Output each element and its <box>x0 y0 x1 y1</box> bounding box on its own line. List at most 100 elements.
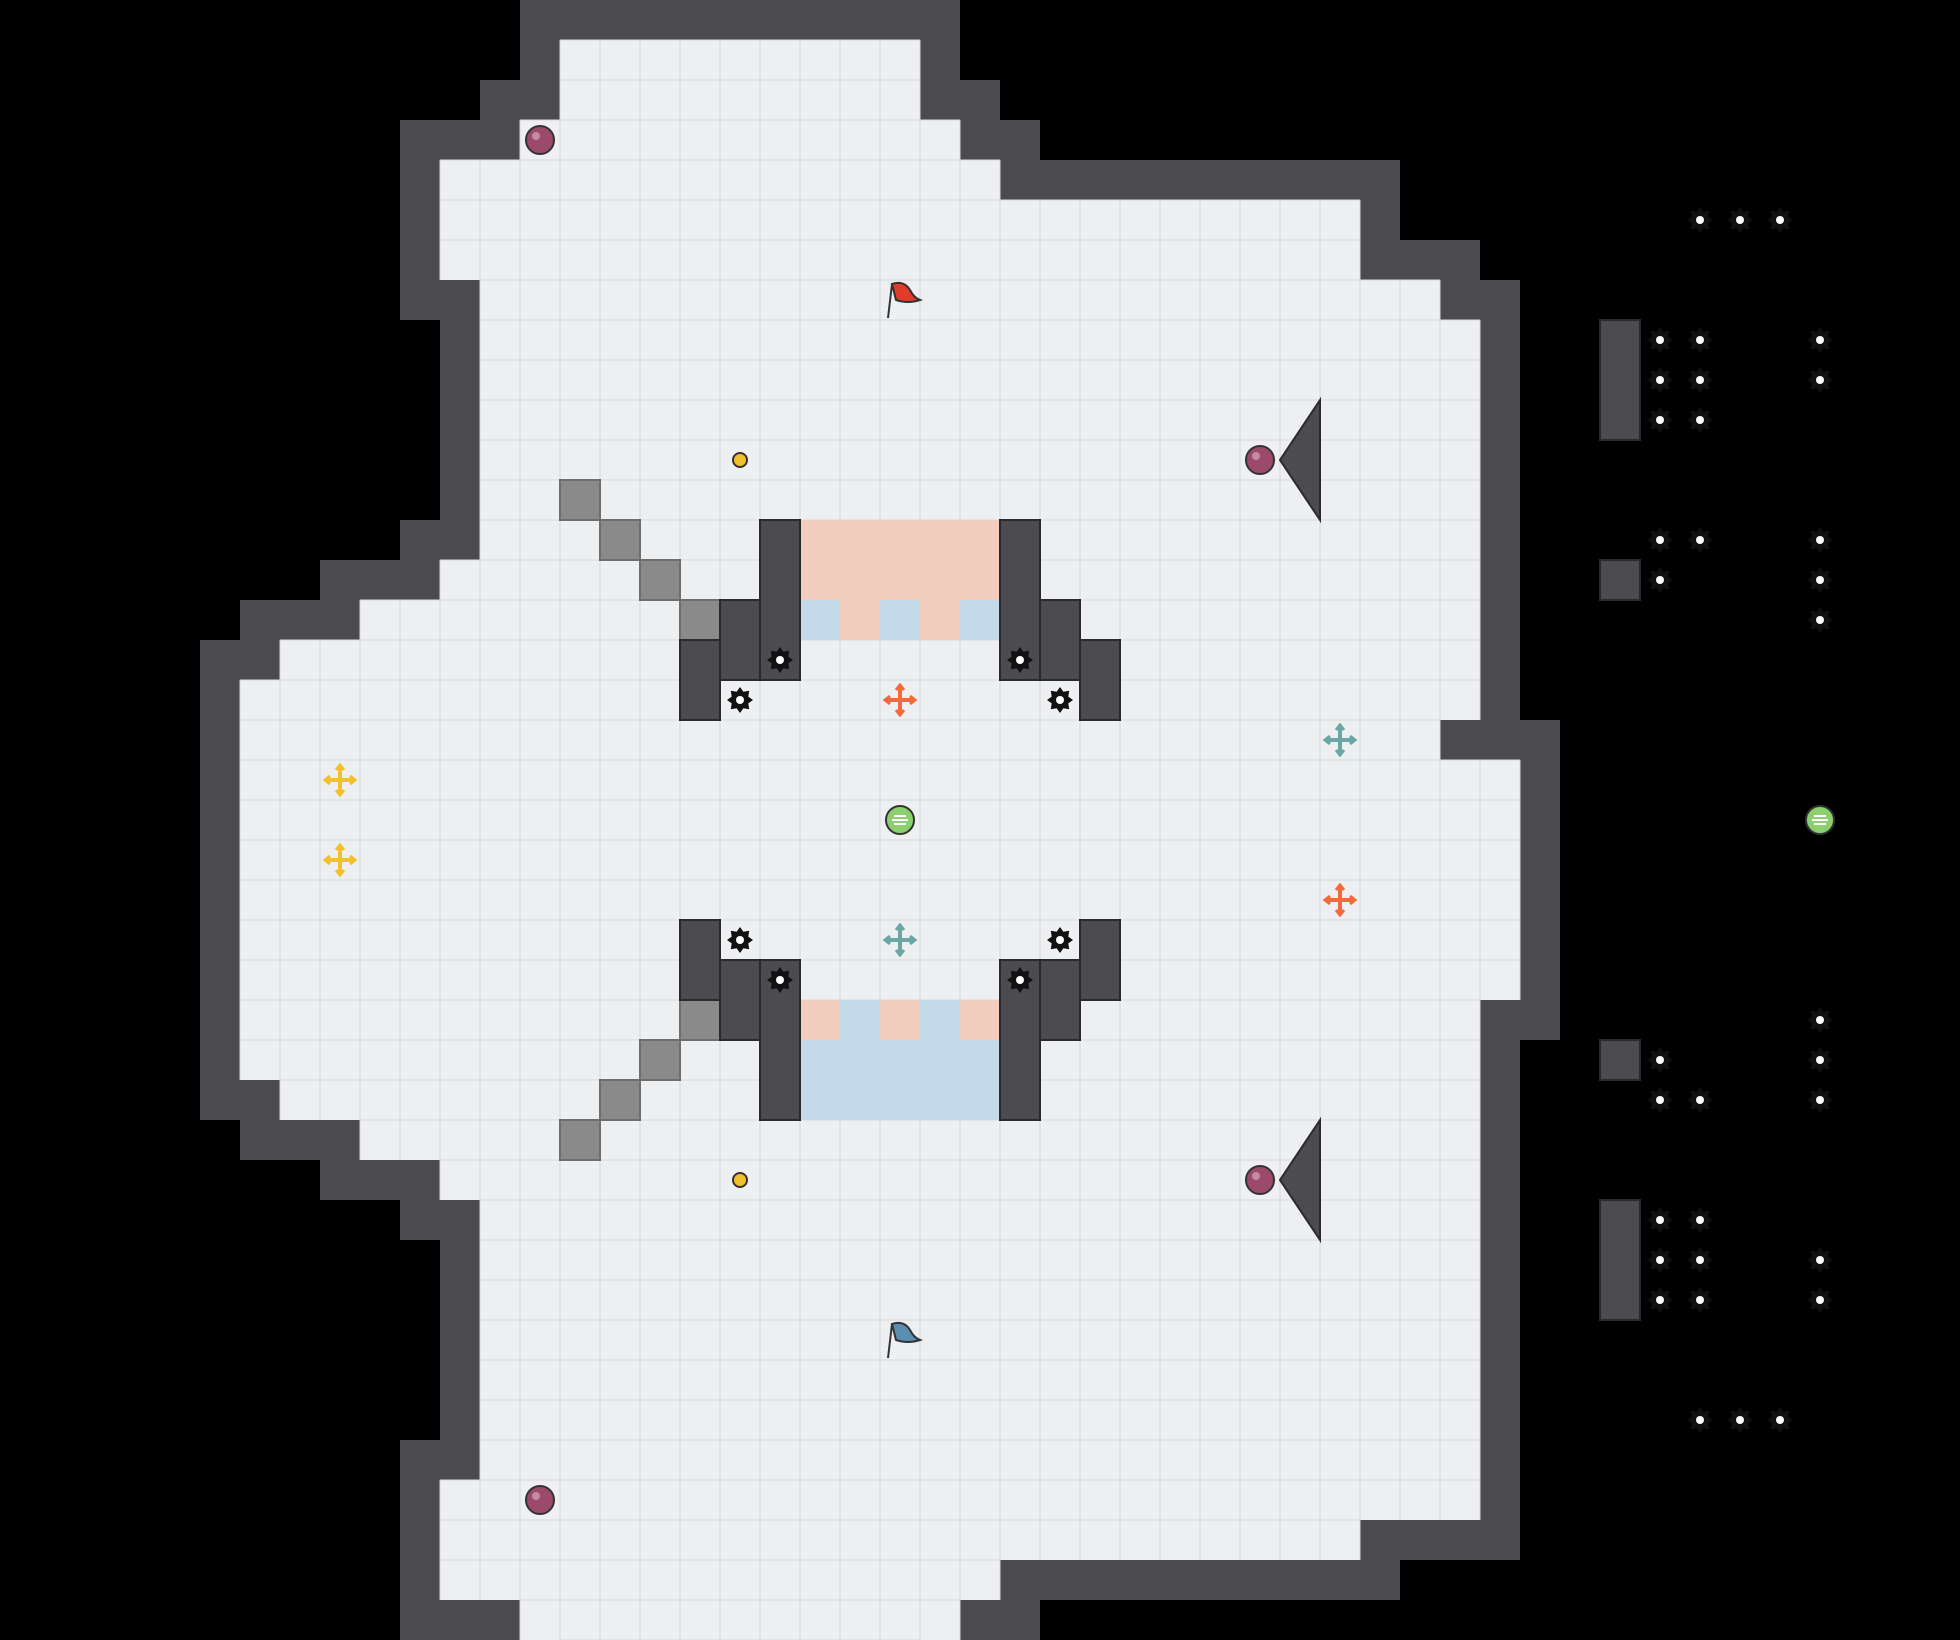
portal-stripes <box>1812 815 1828 825</box>
button-icon[interactable] <box>732 452 748 468</box>
spike-icon <box>727 927 753 953</box>
spike-icon <box>1687 407 1713 433</box>
spike-center <box>1736 1416 1744 1424</box>
bomb-icon[interactable] <box>1245 445 1275 475</box>
spike-center <box>1696 376 1704 384</box>
spike-center <box>1656 1056 1664 1064</box>
gate-tile[interactable] <box>639 559 681 601</box>
spike-icon <box>1807 367 1833 393</box>
spike-icon <box>1687 367 1713 393</box>
floor-row <box>240 680 1480 720</box>
inner-wall <box>1079 919 1121 1001</box>
blue-team-tile <box>920 1080 960 1120</box>
gate-tile[interactable] <box>679 599 721 641</box>
spike-icon <box>1007 647 1033 673</box>
inner-wall-layer <box>679 319 1641 1321</box>
spike-center <box>1696 416 1704 424</box>
boost-icon[interactable] <box>1322 722 1358 758</box>
gate-tile[interactable] <box>599 519 641 561</box>
inner-wall <box>719 599 761 681</box>
spike-center <box>1656 1296 1664 1304</box>
boost-icon[interactable] <box>882 922 918 958</box>
bumper-wall <box>1278 1116 1321 1244</box>
spike-center <box>776 976 784 984</box>
portal-icon[interactable] <box>885 805 915 835</box>
spike-icon <box>1687 527 1713 553</box>
inner-wall <box>1039 959 1081 1041</box>
spike-center <box>1056 936 1064 944</box>
spike-icon <box>1727 207 1753 233</box>
bomb-shine <box>532 1492 540 1500</box>
blue-team-tile <box>920 1040 960 1080</box>
spike-icon <box>1647 1087 1673 1113</box>
spike-icon <box>1647 1207 1673 1233</box>
boost-icon[interactable] <box>882 682 918 718</box>
gate-tile[interactable] <box>559 1119 601 1161</box>
red-team-tile <box>920 520 960 560</box>
spike-icon <box>1767 207 1793 233</box>
blue-team-tile <box>840 1000 880 1040</box>
spike-icon <box>1687 1287 1713 1313</box>
bomb-body <box>1245 1165 1275 1195</box>
blue-team-tile <box>880 1040 920 1080</box>
bumper-wall <box>1278 396 1321 524</box>
button-icon[interactable] <box>732 1172 748 1188</box>
spike-icon <box>1807 327 1833 353</box>
spike-center <box>1656 376 1664 384</box>
spike-icon <box>1687 327 1713 353</box>
bomb-shine <box>1252 452 1260 460</box>
entity-layer <box>322 125 1835 1515</box>
spike-center <box>776 656 784 664</box>
bomb-body <box>525 125 555 155</box>
spike-icon <box>767 647 793 673</box>
spike-center <box>1736 216 1744 224</box>
gate-tile[interactable] <box>679 999 721 1041</box>
floor-row <box>480 440 1480 480</box>
boost-arrows <box>322 842 358 878</box>
blue-team-tile <box>800 1040 840 1080</box>
spike-center <box>1656 1216 1664 1224</box>
gate-tile[interactable] <box>559 479 601 521</box>
spike-icon <box>1807 1087 1833 1113</box>
bomb-icon[interactable] <box>525 1485 555 1515</box>
spike-center <box>1696 1216 1704 1224</box>
boost-icon[interactable] <box>1322 882 1358 918</box>
red-team-tile <box>880 560 920 600</box>
spike-icon <box>1687 207 1713 233</box>
spike-icon <box>1687 1247 1713 1273</box>
red-team-tile <box>960 1000 1000 1040</box>
bomb-body <box>525 1485 555 1515</box>
spike-center <box>1696 1256 1704 1264</box>
floor-layer <box>240 40 1520 1640</box>
spike-icon <box>1727 1407 1753 1433</box>
flag-pole <box>887 1323 893 1359</box>
floor-row <box>480 360 1480 400</box>
spike-icon <box>1807 1047 1833 1073</box>
inner-wall <box>719 959 761 1041</box>
spike-icon <box>1647 327 1673 353</box>
floor-row <box>440 240 1360 280</box>
spike-icon <box>1687 1407 1713 1433</box>
spike-icon <box>1807 1247 1833 1273</box>
gate-tile[interactable] <box>639 1039 681 1081</box>
bomb-icon[interactable] <box>1245 1165 1275 1195</box>
red-team-tile <box>960 560 1000 600</box>
floor-row <box>440 200 1360 240</box>
blue-team-tile <box>880 1080 920 1120</box>
blue-team-tile <box>800 600 840 640</box>
spike-center <box>1816 1096 1824 1104</box>
spike-center <box>1656 576 1664 584</box>
bomb-icon[interactable] <box>525 125 555 155</box>
spike-center <box>1816 1256 1824 1264</box>
red-flag-icon[interactable] <box>887 281 924 319</box>
spike-icon <box>1047 687 1073 713</box>
boost-icon[interactable] <box>322 762 358 798</box>
boost-icon[interactable] <box>322 842 358 878</box>
portal-icon[interactable] <box>1805 805 1835 835</box>
gate-tile[interactable] <box>599 1079 641 1121</box>
spike-center <box>1656 1256 1664 1264</box>
blue-flag-icon[interactable] <box>887 1321 924 1359</box>
spike-icon <box>1807 1287 1833 1313</box>
